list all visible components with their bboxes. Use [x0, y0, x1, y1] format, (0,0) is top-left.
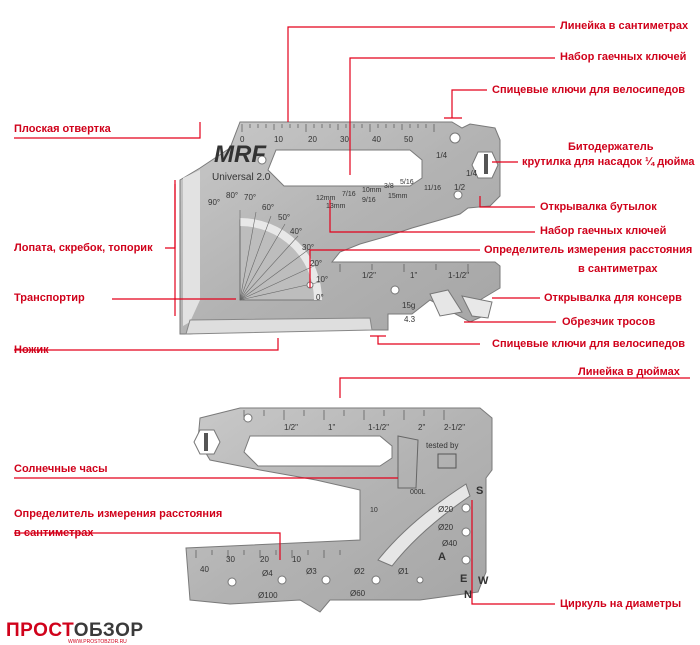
label-bottle-opener: Открывалка бутылок [540, 201, 657, 213]
diam-100: Ø100 [258, 591, 278, 600]
hex-mark-2: 1/4 [466, 169, 478, 178]
inch-tick-2-half: 2-1/2" [444, 423, 465, 432]
misc-10: 10 [370, 507, 378, 514]
cm-tick-40: 40 [200, 565, 209, 574]
angle-60: 60° [262, 203, 274, 212]
diam-1: Ø1 [398, 567, 409, 576]
brand-logo: ПРОСТОБЗОР WWW.PROSTOBZOR.RU [6, 620, 144, 645]
label-sundial: Солнечные часы [14, 463, 108, 475]
wrench-15mm: 15mm [388, 193, 408, 200]
inch-tick-2: 2" [418, 423, 425, 432]
cm-ruler-ticks [241, 124, 435, 132]
cm-tick-10: 10 [292, 555, 301, 564]
label-can-opener: Открывалка для консерв [544, 292, 682, 304]
angle-20: 20° [310, 259, 322, 268]
cm-tick-30: 30 [340, 135, 349, 144]
label-knife: Ножик [14, 344, 49, 356]
cm-tick-30: 30 [226, 555, 235, 564]
tested-by: tested by [426, 441, 458, 450]
angle-80: 80° [226, 191, 238, 200]
compass-mark-3: Ø40 [442, 539, 458, 548]
label-wrench-set-2: Набор гаечных ключей [540, 225, 667, 237]
spoke-4-3: 4.3 [404, 315, 416, 324]
angle-40: 40° [290, 227, 302, 236]
label-spoke-keys-top: Спицевые ключи для велосипедов [492, 84, 686, 96]
angle-0: 0° [316, 293, 324, 302]
cm-tick-0: 0 [240, 135, 245, 144]
label-distance-bottom-2: в сантиметрах [14, 527, 94, 539]
brand-part-1: ПРОСТ [6, 620, 74, 641]
wrench-10mm: 10mm [362, 187, 382, 194]
logo-text: MRF [214, 141, 267, 168]
inch-tick-1-half: 1-1/2" [368, 423, 389, 432]
cm-tick-40: 40 [372, 135, 381, 144]
diam-2: Ø2 [354, 567, 365, 576]
diam-3: Ø3 [306, 567, 317, 576]
bottom-card [185, 407, 493, 613]
angle-90: 90° [208, 198, 220, 207]
dir-a: A [438, 551, 446, 563]
angle-30: 30° [302, 243, 314, 252]
label-ruler-inch: Линейка в дюймах [578, 366, 680, 378]
model-text: Universal 2.0 [212, 172, 271, 183]
cm-tick-50: 50 [404, 135, 413, 144]
diam-4: Ø4 [262, 569, 273, 578]
diam-60: Ø60 [350, 589, 366, 598]
angle-50: 50° [278, 213, 290, 222]
dir-e: E [460, 573, 467, 585]
label-spoke-keys-bottom: Спицевые ключи для велосипедов [492, 338, 686, 350]
hex-mark-3: 1/2 [454, 183, 466, 192]
inch-one-half: 1-1/2" [448, 271, 469, 280]
wrench-11-16: 11/16 [424, 185, 441, 192]
wrench-3-8: 3/8 [384, 183, 394, 190]
inch-half: 1/2" [362, 271, 376, 280]
compass-mark-1: Ø20 [438, 505, 454, 514]
label-bit-holder-2: крутилка для насадок ¼ дюйма [522, 156, 695, 168]
inch-tick-half: 1/2" [284, 423, 298, 432]
cm-tick-10: 10 [274, 135, 283, 144]
cm-tick-20: 20 [308, 135, 317, 144]
inch-tick-1: 1" [328, 423, 335, 432]
wrench-5-16: 5/16 [400, 179, 414, 186]
label-protractor: Транспортир [14, 292, 85, 304]
cm-tick-20: 20 [260, 555, 269, 564]
label-cable-cutter: Обрезчик тросов [562, 316, 656, 328]
label-wrench-set: Набор гаечных ключей [560, 51, 687, 63]
label-distance-2: в сантиметрах [578, 263, 658, 275]
wrench-12mm: 12mm [316, 195, 336, 202]
label-bit-holder-1: Битодержатель [568, 141, 654, 153]
inch-one: 1" [410, 271, 417, 280]
dir-w: W [478, 575, 489, 587]
spoke-15g: 15g [402, 301, 415, 310]
label-flat-screwdriver: Плоская отвертка [14, 123, 111, 135]
top-card [179, 121, 501, 335]
angle-70: 70° [244, 193, 256, 202]
compass-mark-2: Ø20 [438, 523, 454, 532]
wrench-7-16: 7/16 [342, 191, 356, 198]
dir-s: S [476, 485, 483, 497]
dir-n: N [464, 589, 472, 601]
label-distance-bottom-1: Определитель измерения расстояния [14, 508, 223, 520]
wrench-13mm: 13mm [326, 203, 346, 210]
angle-10: 10° [316, 275, 328, 284]
brand-url: WWW.PROSTOBZOR.RU [68, 639, 127, 645]
wrench-9-16: 9/16 [362, 197, 376, 204]
hex-mark-1: 1/4 [436, 151, 448, 160]
label-distance-1: Определитель измерения расстояния [484, 244, 693, 256]
label-compass: Циркуль на диаметры [560, 598, 682, 610]
label-shovel: Лопата, скребок, топорик [14, 242, 153, 254]
label-ruler-cm: Линейка в сантиметрах [560, 20, 689, 32]
misc-000l: 000L [410, 489, 426, 496]
brand-part-2: ОБЗОР [73, 620, 144, 641]
